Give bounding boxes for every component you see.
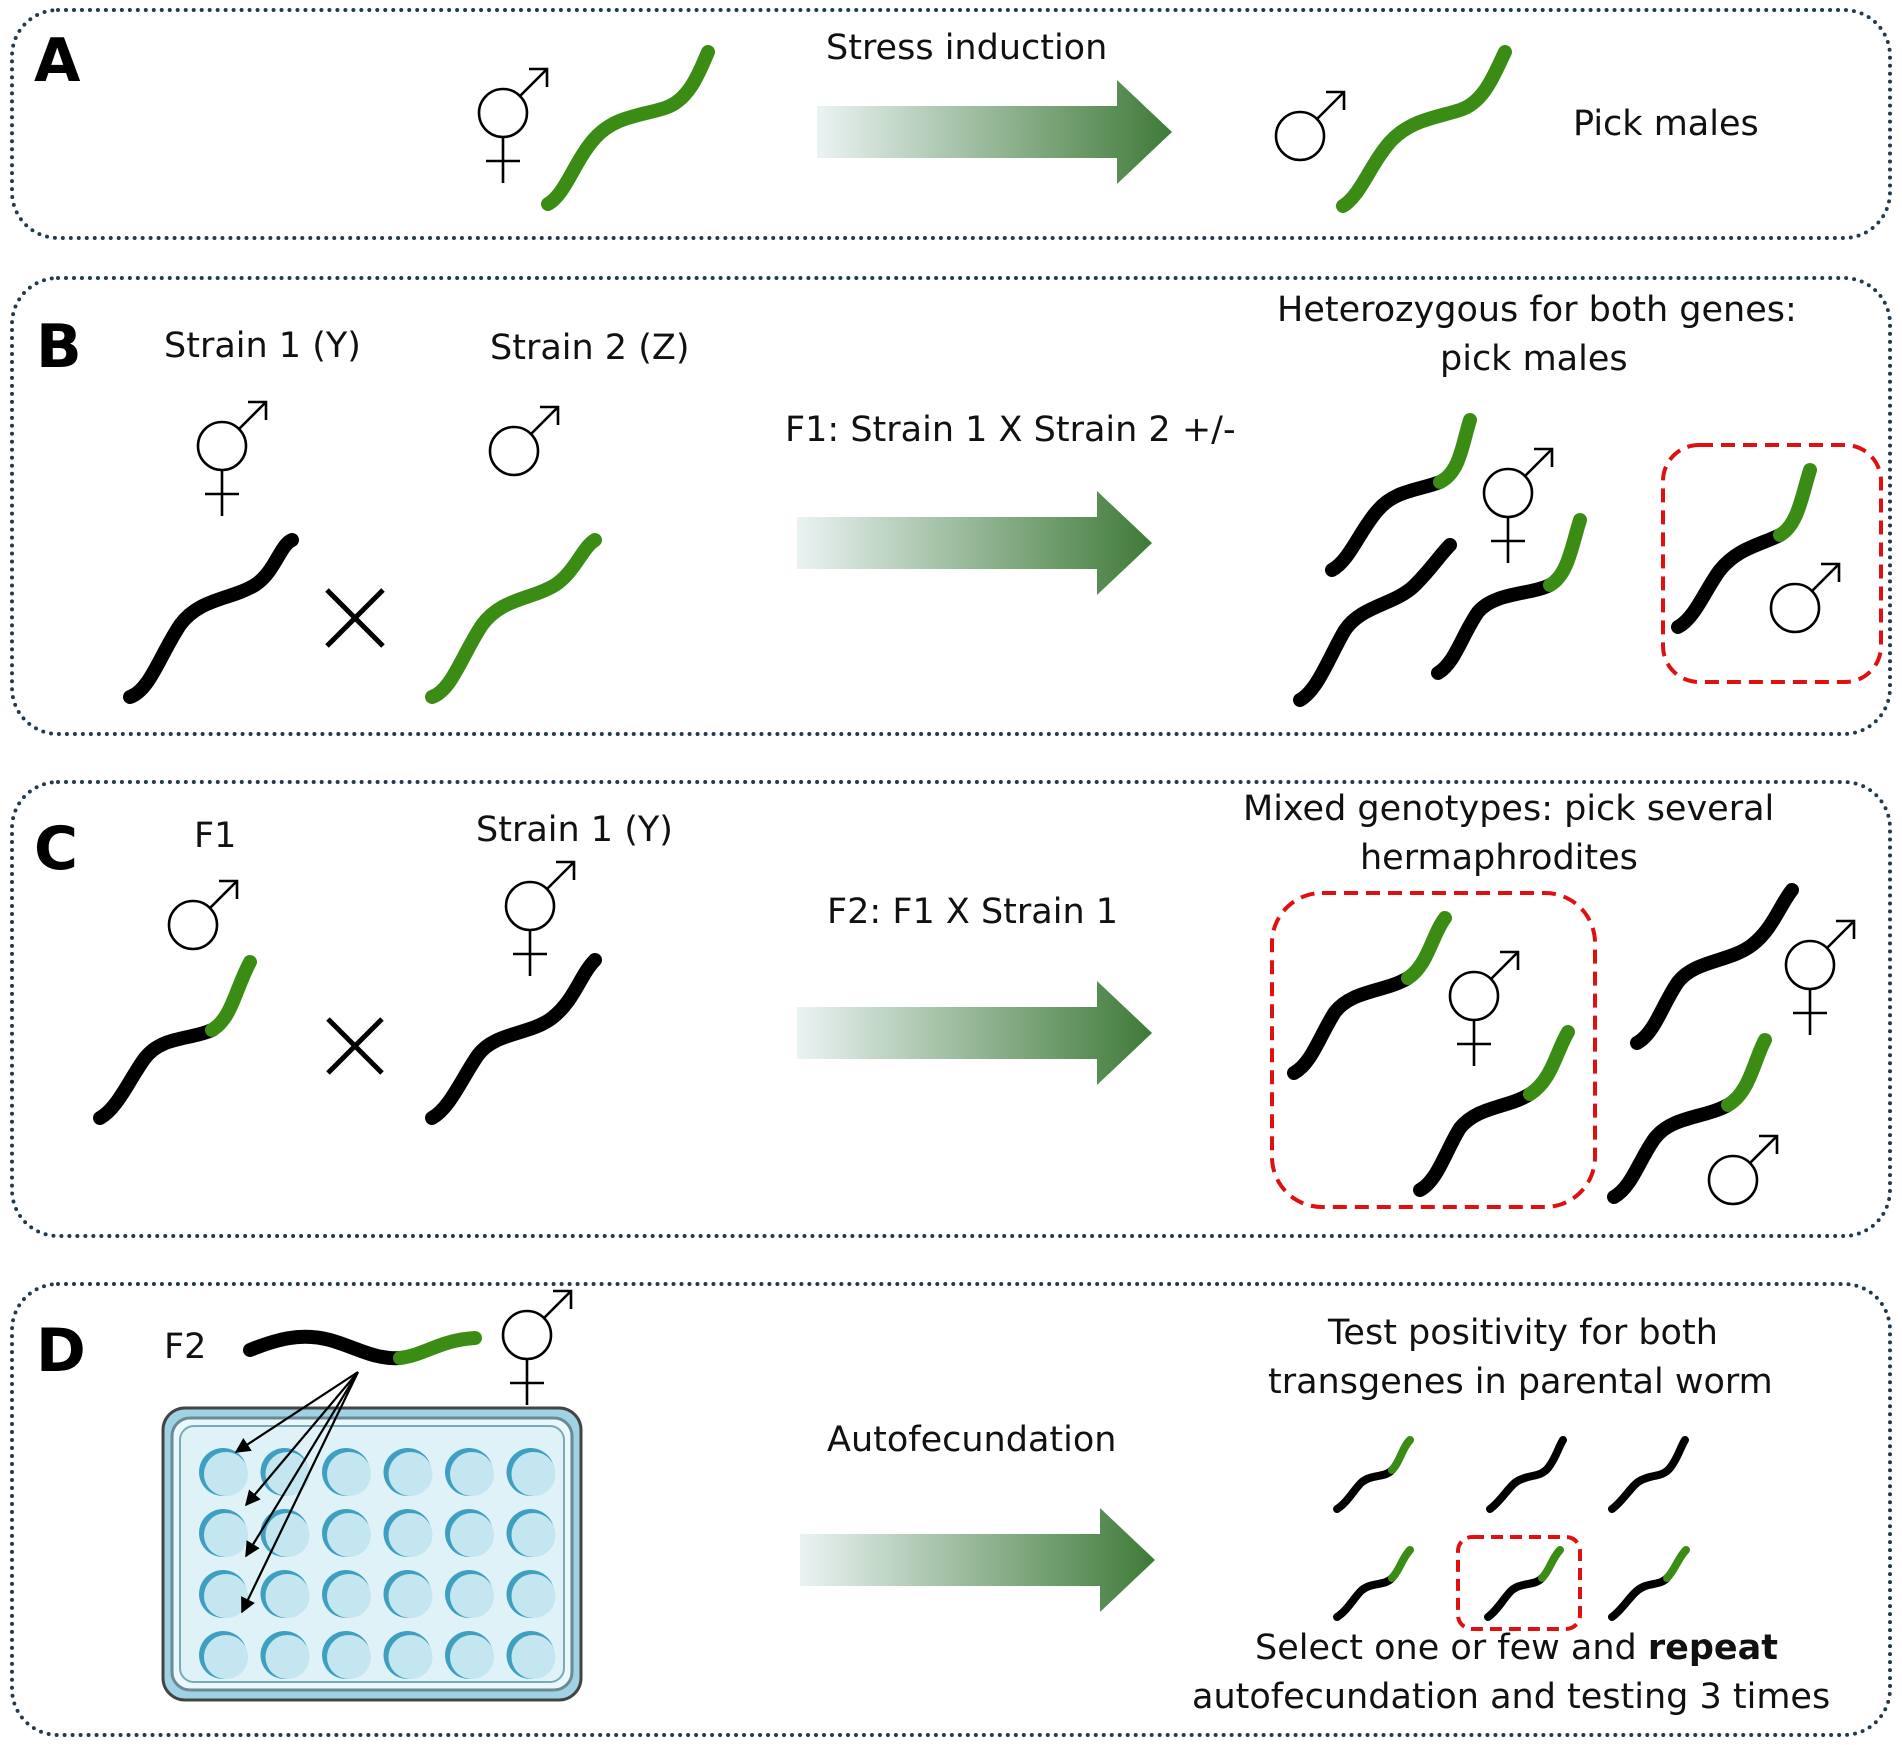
worm-hetero-icon <box>1431 513 1587 680</box>
worm-hetero-icon <box>1287 911 1452 1080</box>
worm-black-icon <box>425 953 602 1125</box>
worm-hetero-icon <box>93 955 257 1125</box>
result-line2-b: pick males <box>1440 339 1628 379</box>
worm-hetero-icon <box>243 1329 482 1366</box>
worm-hetero-icon <box>1413 1025 1575 1197</box>
well-surface <box>327 1635 371 1679</box>
strain1-label-c: Strain 1 (Y) <box>476 810 673 850</box>
arrow-label-b: F1: Strain 1 X Strain 2 +/- <box>785 410 1236 450</box>
f2-label-d: F2 <box>164 1327 207 1367</box>
hermaphrodite-symbol-icon <box>504 860 576 978</box>
male-symbol-icon <box>167 879 239 951</box>
result-line1-c: Mixed genotypes: pick several <box>1243 789 1775 829</box>
well-surface <box>265 1635 310 1679</box>
cross-sign-icon <box>326 1017 384 1075</box>
selection-box-d <box>1456 1535 1582 1631</box>
arrow-a-icon <box>817 80 1172 184</box>
well-surface <box>511 1635 556 1679</box>
hermaphrodite-symbol-icon <box>501 1289 573 1407</box>
bottom-line2-d: autofecundation and testing 3 times <box>1192 1677 1831 1717</box>
strain1-label-b: Strain 1 (Y) <box>164 326 361 366</box>
result-line1-d: Test positivity for both <box>1328 1313 1718 1353</box>
well-surface <box>450 1574 494 1618</box>
well-surface <box>388 1635 433 1679</box>
arrow-c-icon <box>797 981 1152 1085</box>
arrow-label-d: Autofecundation <box>827 1420 1117 1460</box>
strain2-label-b: Strain 2 (Z) <box>490 328 690 368</box>
worm-green-icon <box>1336 45 1512 213</box>
well-surface <box>204 1452 248 1496</box>
panel-letter-d: D <box>36 1316 86 1386</box>
well-surface <box>204 1574 248 1618</box>
selection-box-c <box>1270 891 1597 1209</box>
worm-hetero-icon <box>1325 413 1477 577</box>
pointer-arrows <box>234 1371 359 1614</box>
hermaphrodite-symbol-icon <box>1784 919 1856 1037</box>
well-surface <box>450 1513 494 1557</box>
well-surface <box>450 1452 494 1496</box>
well-surface <box>450 1635 494 1679</box>
panel-a-frame <box>10 8 1892 240</box>
result-line2-d: transgenes in parental worm <box>1268 1362 1773 1402</box>
well-surface <box>204 1635 248 1679</box>
well-surface <box>265 1452 310 1496</box>
well-surface <box>511 1513 556 1557</box>
small-worms <box>1333 1436 1690 1621</box>
well-surface <box>511 1452 556 1496</box>
hermaphrodite-symbol-icon <box>1448 950 1520 1068</box>
panel-c-frame <box>10 780 1892 1238</box>
hermaphrodite-symbol-icon <box>196 400 268 518</box>
result-line2-c: hermaphrodites <box>1360 838 1638 878</box>
worm-hetero-icon <box>1607 1033 1772 1204</box>
worm-hetero-icon <box>1671 463 1817 634</box>
arrow-d-icon <box>800 1508 1155 1612</box>
male-symbol-icon <box>1274 90 1346 162</box>
hermaphrodite-symbol-icon <box>1482 447 1554 565</box>
bottom-line1-text: Select one or few and <box>1255 1628 1648 1668</box>
arrow-label-c: F2: F1 X Strain 1 <box>827 892 1119 932</box>
well-surface <box>511 1574 556 1618</box>
male-symbol-icon <box>1769 562 1841 634</box>
worm-green-icon <box>425 533 602 704</box>
well-surface <box>388 1513 433 1557</box>
worm-hetero-icon <box>1293 538 1457 707</box>
repeat-emphasis: repeat <box>1647 1628 1779 1668</box>
panel-letter-c: C <box>34 814 79 884</box>
panel-letter-b: B <box>36 312 82 382</box>
male-symbol-icon <box>1707 1134 1779 1206</box>
well-surface <box>388 1452 433 1496</box>
well-surface <box>265 1574 310 1618</box>
arrow-b-icon <box>797 491 1152 595</box>
worm-green-icon <box>541 45 715 211</box>
cross-sign-icon <box>325 588 385 648</box>
panel-d-frame <box>10 1282 1892 1737</box>
result-line1-b: Heterozygous for both genes: <box>1277 290 1797 330</box>
male-symbol-icon <box>488 405 560 477</box>
selection-box-b <box>1661 443 1883 684</box>
arrow-label-a: Stress induction <box>826 28 1108 68</box>
well-surface <box>265 1513 310 1557</box>
f1-label-c: F1 <box>194 816 237 856</box>
wells-grid <box>199 1448 556 1679</box>
well-surface <box>327 1452 371 1496</box>
panel-letter-a: A <box>34 26 81 96</box>
worm-black-icon <box>123 533 299 704</box>
well-surface <box>327 1513 371 1557</box>
well-surface <box>327 1574 371 1618</box>
panel-b-frame <box>10 276 1892 736</box>
result-label-a: Pick males <box>1573 104 1759 144</box>
well-surface <box>388 1574 433 1618</box>
bottom-line1-d: Select one or few and repeat <box>1255 1628 1778 1668</box>
well-surface <box>204 1513 248 1557</box>
worm-black-icon <box>1630 883 1799 1050</box>
hermaphrodite-symbol-icon <box>477 67 549 185</box>
